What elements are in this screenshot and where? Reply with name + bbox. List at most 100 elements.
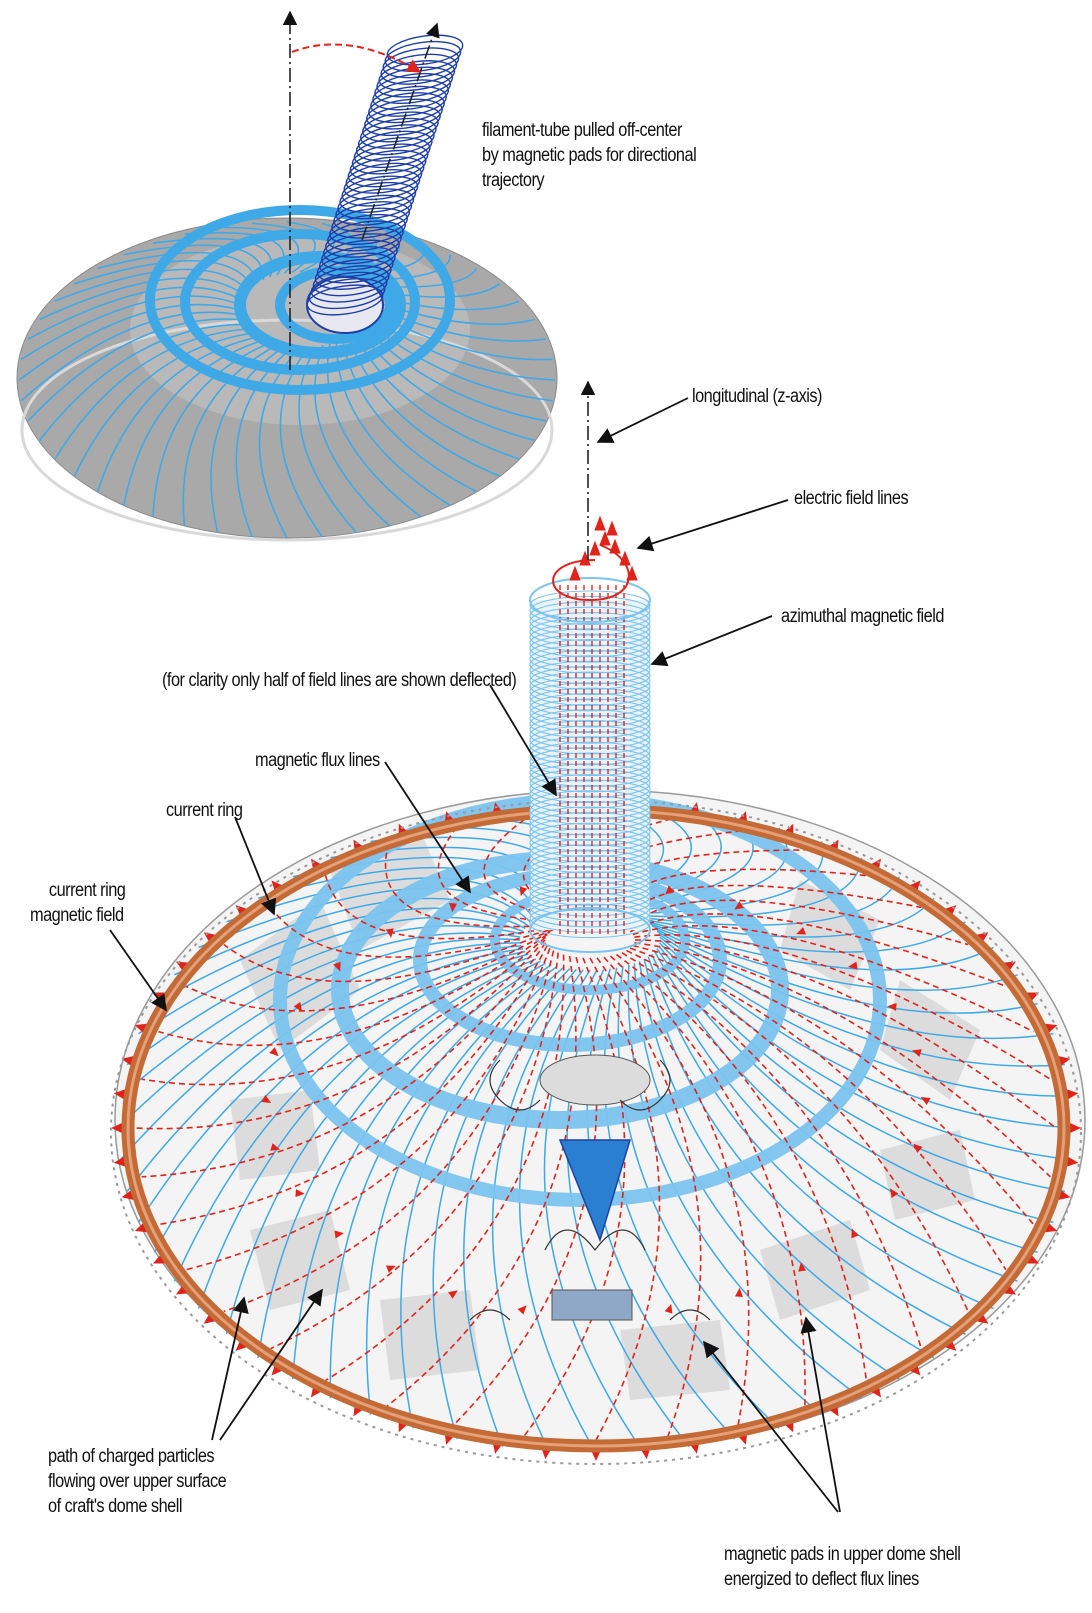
- azimuthal-coil: [529, 720, 651, 750]
- rim-arrowhead: [175, 961, 189, 972]
- rim-arrowhead: [175, 1284, 189, 1295]
- azimuthal-coil: [529, 757, 651, 787]
- azimuthal-coil: [529, 628, 651, 658]
- main-flux-line: [126, 945, 522, 1192]
- current-ring-field-label-line-2: magnetic field: [30, 905, 124, 926]
- azimuthal-coil: [529, 693, 651, 723]
- small-flux-line: [20, 295, 241, 361]
- filament-coil: [339, 181, 417, 213]
- azimuthal-coil: [529, 687, 651, 717]
- azimuthal-coil: [529, 639, 651, 669]
- rim-arrowhead: [909, 880, 921, 893]
- filament-coil: [372, 79, 450, 111]
- rim-arrowhead: [271, 880, 283, 893]
- current-ring-label: current ring: [166, 800, 243, 821]
- electric-field-line: [634, 939, 1057, 1129]
- field-arrowhead: [665, 885, 675, 895]
- azimuthal-coil: [529, 860, 651, 890]
- azimuthal-coil: [529, 887, 651, 917]
- main-flux-line: [566, 969, 690, 1448]
- azimuthal-coil: [529, 709, 651, 739]
- field-arrowhead: [293, 1001, 303, 1012]
- field-arrowhead: [911, 1049, 922, 1057]
- electric-field-line: [634, 934, 1051, 1080]
- electric-field-line: [634, 942, 1051, 1178]
- azimuthal-coil: [529, 833, 651, 863]
- clarity-note-label: (for clarity only half of field lines ar…: [162, 670, 517, 691]
- small-flux-line: [38, 323, 245, 441]
- rim-arrowhead: [1003, 961, 1017, 972]
- rim-arrowhead: [113, 1156, 126, 1167]
- azimuthal-coil: [529, 768, 651, 798]
- azimuthal-coil: [529, 606, 651, 636]
- small-flux-line: [123, 339, 264, 506]
- field-arrowhead: [385, 1265, 396, 1273]
- rim-arrowhead: [1026, 1254, 1040, 1264]
- electric-field-line: [324, 875, 564, 940]
- azimuthal-coil: [529, 590, 651, 620]
- electric-field-line: [325, 954, 565, 1382]
- field-arrowhead: [261, 1095, 272, 1103]
- azimuthal-coil: [529, 752, 651, 782]
- small-flux-line: [39, 277, 246, 321]
- charged-particles-label-line-3: of craft's dome shell: [48, 1496, 182, 1517]
- rim-arrowhead: [1058, 1190, 1071, 1200]
- filament-coil: [359, 117, 437, 149]
- main-flux-line: [543, 969, 644, 1452]
- azimuthal-coil: [529, 844, 651, 874]
- small-flux-line: [18, 303, 241, 381]
- electric-field-line: [141, 942, 547, 1178]
- electric-field-label: electric field lines: [794, 488, 909, 509]
- electric-field-line: [609, 955, 806, 1407]
- azimuthal-coil: [529, 622, 651, 652]
- main-flux-line: [117, 938, 521, 1129]
- current-ring-field-loops: [110, 799, 1082, 1465]
- small-flux-line: [73, 332, 253, 477]
- azimuthal-coil: [529, 660, 651, 690]
- tube-axis: [361, 22, 440, 241]
- azimuthal-coil: [529, 801, 651, 831]
- main-flux-line: [153, 950, 526, 1253]
- electric-field-line: [158, 933, 548, 1047]
- azimuthal-coil: [529, 649, 651, 679]
- charged-particles-label-line-1: path of charged particles: [48, 1446, 215, 1467]
- electric-field-lines-dashed: [135, 815, 1057, 1441]
- rim-arrowhead: [203, 932, 216, 943]
- leader-arrows: [109, 397, 841, 1513]
- rim-arrowhead: [235, 1339, 248, 1351]
- azimuthal-coil: [529, 903, 651, 933]
- azimuthal-coil: [529, 595, 651, 625]
- field-arrowhead: [295, 1189, 305, 1198]
- rim-arrowhead: [203, 1313, 216, 1324]
- filament-tube-label-line-2: by magnetic pads for directional: [482, 145, 697, 166]
- field-arrowhead: [385, 928, 394, 938]
- filament-coil: [382, 47, 460, 79]
- azimuthal-coil: [529, 763, 651, 793]
- charged-particles-label-line-2: flowing over upper surface: [48, 1471, 227, 1492]
- azimuthal-coil: [529, 671, 651, 701]
- main-flux-line: [225, 958, 537, 1335]
- azimuthal-coil: [529, 909, 651, 939]
- rim-arrowhead: [976, 1313, 989, 1324]
- main-craft-group: [110, 380, 1086, 1465]
- filament-coil: [376, 66, 454, 98]
- rim-arrowhead: [152, 1254, 166, 1264]
- small-flux-line: [54, 328, 249, 460]
- filament-coil: [378, 60, 456, 92]
- magnetic-flux-label: magnetic flux lines: [255, 750, 380, 771]
- azimuthal-coil: [529, 698, 651, 728]
- rim-arrowhead: [121, 1056, 134, 1066]
- azimuthal-coil: [529, 774, 651, 804]
- main-flux-line: [639, 897, 935, 938]
- electric-top-arrowhead: [599, 530, 611, 546]
- small-flux-line: [346, 332, 500, 477]
- filament-coil: [384, 40, 462, 72]
- rim-arrowhead: [944, 1339, 957, 1351]
- electric-field-line: [523, 957, 626, 1437]
- field-arrowhead: [270, 1143, 281, 1151]
- main-flux-line: [257, 960, 541, 1358]
- azimuthal-coil: [529, 666, 651, 696]
- electric-field-line: [615, 953, 868, 1381]
- azimuthal-coil: [529, 730, 651, 760]
- field-arrowhead: [851, 1228, 859, 1239]
